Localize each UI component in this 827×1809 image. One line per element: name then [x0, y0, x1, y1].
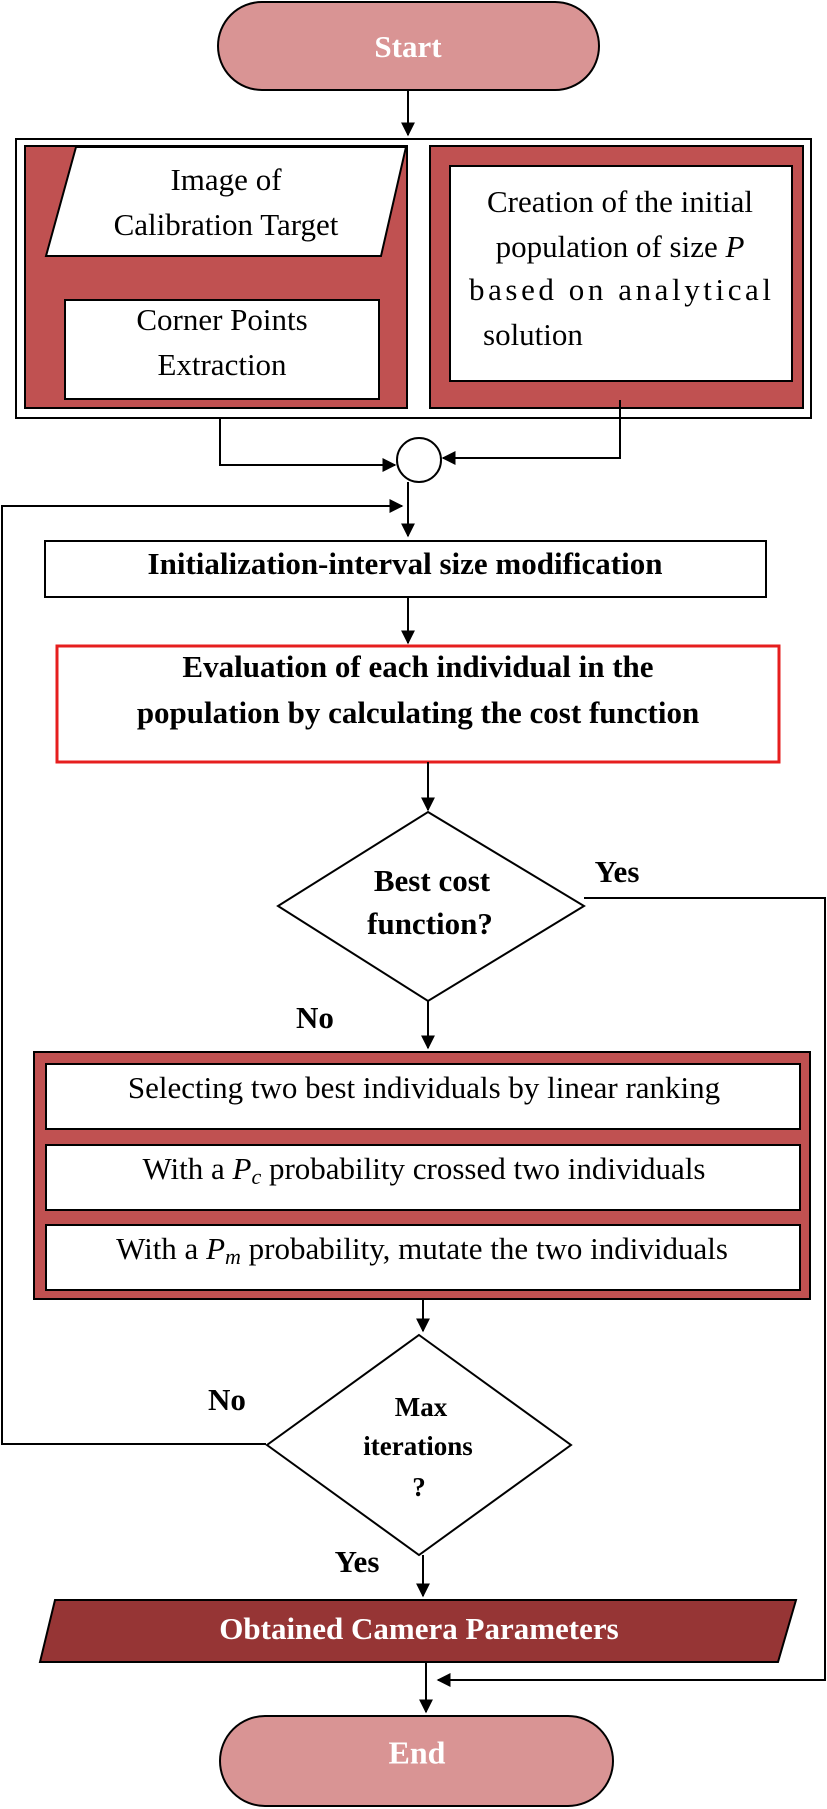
evaluation-line2: population by calculating the cost funct…	[137, 695, 699, 730]
end-shape	[219, 1715, 614, 1807]
population-line2: population of size P	[496, 229, 745, 264]
corner-extraction-line2: Extraction	[157, 347, 287, 382]
best-cost-line2: function?	[367, 906, 493, 941]
crossover-label: With a Pc probability crossed two indivi…	[143, 1151, 706, 1189]
connector-population-to-merge	[441, 400, 621, 465]
population-line4: solution	[483, 317, 583, 352]
population-line1: Creation of the initial	[487, 184, 753, 219]
init-interval-box	[44, 540, 767, 598]
loop-back-line	[1, 499, 404, 1445]
input-panel: Image of Calibration Target Corner Point…	[15, 138, 812, 419]
selecting-label: Selecting two best individuals by linear…	[128, 1070, 720, 1105]
max-iter-diamond	[265, 1333, 573, 1557]
yes-label-best: Yes	[595, 854, 640, 889]
evaluation-box	[55, 644, 781, 764]
corner-extraction-line1: Corner Points	[136, 302, 307, 337]
init-interval-step: Initialization-interval size modificatio…	[44, 540, 767, 598]
output-step: Obtained Camera Parameters	[38, 1599, 798, 1663]
start-terminal: Start	[217, 1, 600, 91]
connector-corner-to-merge	[219, 418, 397, 472]
no-label-max: No	[208, 1382, 246, 1417]
image-input-line1: Image of	[170, 162, 282, 197]
population-box	[449, 165, 793, 382]
corner-extraction-box	[64, 299, 380, 400]
mutation-box	[45, 1224, 801, 1291]
best-cost-line1: Best cost	[374, 863, 491, 898]
yes-branch-line	[436, 897, 826, 1687]
merge-junction	[396, 437, 442, 483]
init-interval-label: Initialization-interval size modificatio…	[148, 546, 663, 581]
image-input-line2: Calibration Target	[114, 207, 339, 242]
output-shape	[38, 1599, 798, 1663]
yes-label-max: Yes	[335, 1544, 380, 1579]
max-iter-line2: iterations	[363, 1431, 472, 1461]
image-input-shape	[44, 146, 408, 257]
mutation-label: With a Pm probability, mutate the two in…	[116, 1231, 728, 1269]
best-cost-decision: Best cost function?	[276, 810, 586, 1003]
max-iter-line1: Max	[395, 1392, 448, 1422]
no-label-best: No	[296, 1000, 334, 1035]
evaluation-line1: Evaluation of each individual in the	[182, 649, 653, 684]
output-label: Obtained Camera Parameters	[219, 1611, 618, 1646]
start-label: Start	[374, 29, 442, 64]
end-terminal: End	[219, 1715, 614, 1807]
evaluation-step: Evaluation of each individual in the pop…	[55, 644, 781, 764]
selecting-box	[45, 1063, 801, 1130]
ga-operators-panel: Selecting two best individuals by linear…	[33, 1051, 811, 1300]
max-iter-line3: ?	[412, 1472, 426, 1502]
end-label: End	[389, 1734, 446, 1770]
crossover-box	[45, 1144, 801, 1211]
max-iter-decision: Max iterations ?	[265, 1333, 573, 1557]
